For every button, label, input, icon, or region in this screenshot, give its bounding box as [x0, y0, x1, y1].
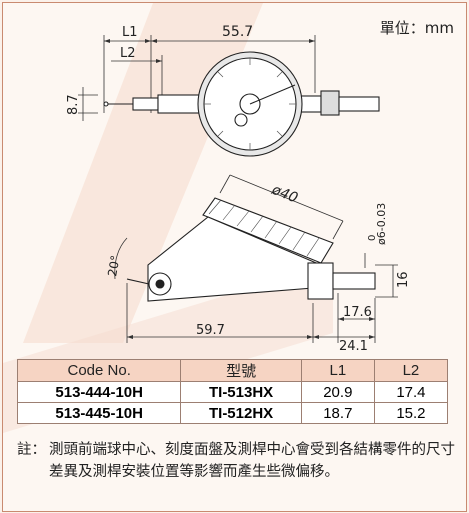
- dim-l2: L2: [120, 46, 136, 61]
- dim-16: 16: [396, 271, 411, 288]
- cell-model: TI-512HX: [180, 402, 302, 424]
- footnote-text: 測頭前端球中心、刻度面盤及測桿中心會受到各結構零件的尺寸差異及測桿安裝位置等影響…: [49, 442, 455, 480]
- spec-table: Code No. 型號 L1 L2 513-444-10H TI-513HX 2…: [16, 359, 449, 424]
- footnote-prefix: 註：: [17, 442, 46, 458]
- dim-55-7: 55.7: [222, 24, 253, 40]
- cell-code: 513-445-10H: [16, 402, 182, 424]
- dim-diameter-40: ø40: [269, 181, 300, 206]
- cell-l1: 18.7: [300, 402, 375, 424]
- dim-17-6: 17.6: [343, 305, 372, 320]
- cell-code: 513-444-10H: [16, 381, 182, 403]
- cell-l2: 15.2: [373, 402, 449, 424]
- cell-model: TI-513HX: [180, 381, 302, 403]
- technical-drawing: L1 L2 55.7 8.7 ø40 0 ø6-0.03 20° 16 17.6…: [66, 24, 411, 353]
- unit-label: 單位：mm: [379, 19, 454, 37]
- dim-l1: L1: [122, 25, 138, 40]
- table-row: 513-445-10H TI-512HX 18.7 15.2: [16, 402, 449, 424]
- col-model: 型號: [180, 359, 302, 382]
- col-l1: L1: [300, 359, 375, 382]
- dim-59-7: 59.7: [196, 323, 225, 338]
- dim-8-7: 8.7: [66, 94, 81, 115]
- footnote: 註： 測頭前端球中心、刻度面盤及測桿中心會受到各結構零件的尺寸差異及測桿安裝位置…: [17, 439, 457, 483]
- cell-l2: 17.4: [373, 381, 449, 403]
- cell-l1: 20.9: [300, 381, 375, 403]
- table-header-row: Code No. 型號 L1 L2: [16, 359, 449, 382]
- col-l2: L2: [373, 359, 449, 382]
- table-row: 513-444-10H TI-513HX 20.9 17.4: [16, 381, 449, 403]
- dim-24-1: 24.1: [339, 339, 368, 353]
- dim-shank: ø6-0.03: [375, 203, 388, 245]
- dim-angle: 20°: [105, 254, 122, 277]
- dim-shank-tol: 0: [367, 235, 378, 241]
- col-code: Code No.: [16, 359, 182, 382]
